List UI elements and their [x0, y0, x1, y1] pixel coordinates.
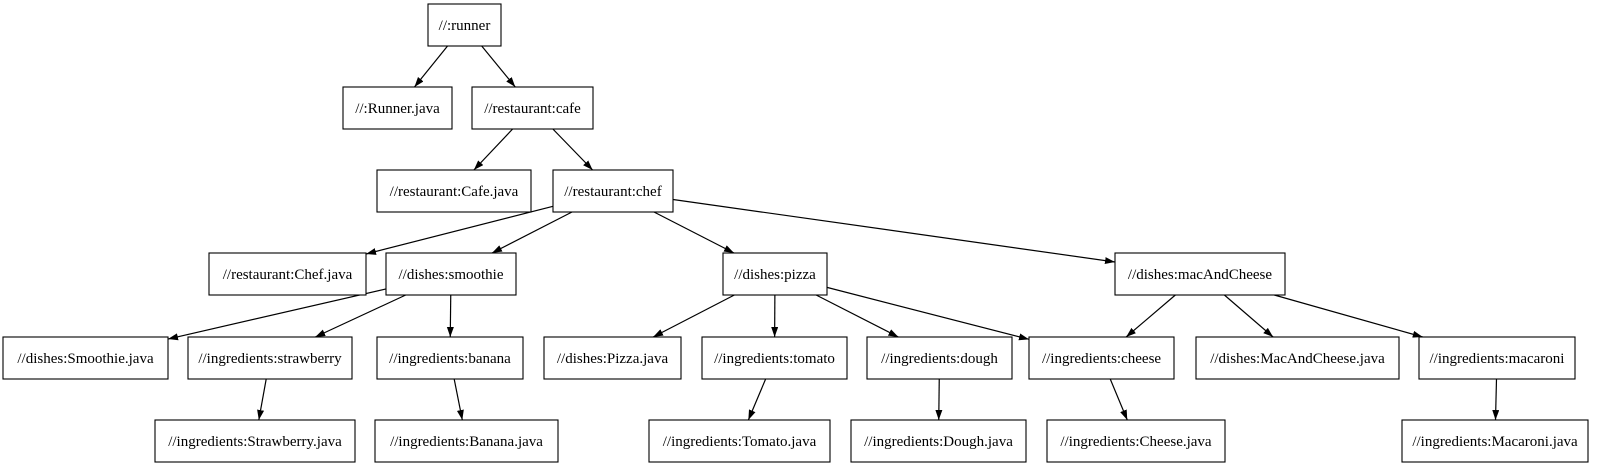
node-label-cheese: //ingredients:cheese — [1042, 351, 1161, 367]
edge-pizza-to-pizza-java — [653, 295, 734, 337]
node-label-banana-java: //ingredients:Banana.java — [390, 434, 543, 450]
graph-node-cafe-java: //restaurant:Cafe.java — [377, 170, 531, 212]
edge-chef-to-chef-java — [366, 206, 553, 254]
edge-smoothie-to-banana — [450, 295, 451, 337]
node-label-runner-java: //:Runner.java — [355, 101, 440, 117]
graph-node-banana: //ingredients:banana — [377, 337, 523, 379]
edge-pizza-to-dough — [816, 295, 898, 337]
edge-macaroni-to-macaroni-java — [1496, 379, 1497, 420]
graph-node-tomato: //ingredients:tomato — [702, 337, 847, 379]
graph-node-runner: //:runner — [428, 4, 501, 46]
node-label-banana: //ingredients:banana — [389, 351, 511, 367]
graph-node-macaroni-java: //ingredients:Macaroni.java — [1402, 420, 1588, 462]
node-label-chef: //restaurant:chef — [564, 184, 661, 200]
node-label-smoothie: //dishes:smoothie — [399, 267, 504, 283]
node-label-macaroni-java: //ingredients:Macaroni.java — [1412, 434, 1578, 450]
edge-mac-and-cheese-to-mac-and-cheese-java — [1224, 295, 1273, 337]
node-label-pizza-java: //dishes:Pizza.java — [557, 351, 669, 367]
graph-node-dough-java: //ingredients:Dough.java — [851, 420, 1026, 462]
node-label-mac-and-cheese-java: //dishes:MacAndCheese.java — [1210, 351, 1385, 367]
node-label-tomato-java: //ingredients:Tomato.java — [663, 434, 817, 450]
edge-runner-to-runner-java — [414, 46, 447, 87]
edge-cafe-to-cafe-java — [474, 129, 513, 170]
graph-node-mac-and-cheese: //dishes:macAndCheese — [1115, 253, 1285, 295]
graph-node-runner-java: //:Runner.java — [343, 87, 452, 129]
graph-node-dough: //ingredients:dough — [867, 337, 1012, 379]
graph-node-smoothie: //dishes:smoothie — [386, 253, 516, 295]
node-label-tomato: //ingredients:tomato — [714, 351, 835, 367]
node-label-cafe: //restaurant:cafe — [484, 101, 581, 117]
node-label-cafe-java: //restaurant:Cafe.java — [390, 184, 519, 200]
node-label-strawberry-java: //ingredients:Strawberry.java — [168, 434, 342, 450]
edge-cafe-to-chef — [553, 129, 593, 170]
node-label-dough: //ingredients:dough — [881, 351, 998, 367]
graph-node-cheese-java: //ingredients:Cheese.java — [1047, 420, 1225, 462]
edge-cheese-to-cheese-java — [1110, 379, 1127, 420]
nodes-layer: //:runner //:Runner.java //restaurant:cafe… — [3, 4, 1588, 462]
edge-strawberry-to-strawberry-java — [259, 379, 266, 420]
node-label-chef-java: //restaurant:Chef.java — [223, 267, 353, 283]
graph-node-cheese: //ingredients:cheese — [1029, 337, 1174, 379]
node-label-cheese-java: //ingredients:Cheese.java — [1060, 434, 1212, 450]
edge-chef-to-smoothie — [492, 212, 572, 253]
graph-node-cafe: //restaurant:cafe — [472, 87, 593, 129]
graph-node-strawberry-java: //ingredients:Strawberry.java — [155, 420, 355, 462]
node-label-smoothie-java: //dishes:Smoothie.java — [17, 351, 154, 367]
graph-node-chef-java: //restaurant:Chef.java — [209, 253, 366, 295]
graph-node-tomato-java: //ingredients:Tomato.java — [649, 420, 830, 462]
edge-smoothie-to-smoothie-java — [168, 289, 386, 339]
graph-node-chef: //restaurant:chef — [553, 170, 673, 212]
graph-node-pizza: //dishes:pizza — [723, 253, 827, 295]
edge-banana-to-banana-java — [454, 379, 462, 420]
graph-node-macaroni: //ingredients:macaroni — [1419, 337, 1575, 379]
edge-smoothie-to-strawberry — [315, 295, 406, 337]
edge-chef-to-pizza — [654, 212, 734, 253]
edge-mac-and-cheese-to-macaroni — [1274, 295, 1423, 337]
graph-node-banana-java: //ingredients:Banana.java — [375, 420, 558, 462]
graph-node-strawberry: //ingredients:strawberry — [188, 337, 352, 379]
node-label-pizza: //dishes:pizza — [734, 267, 816, 283]
node-label-mac-and-cheese: //dishes:macAndCheese — [1128, 267, 1272, 283]
graph-node-mac-and-cheese-java: //dishes:MacAndCheese.java — [1196, 337, 1399, 379]
node-label-strawberry: //ingredients:strawberry — [198, 351, 342, 367]
edge-tomato-to-tomato-java — [748, 379, 765, 420]
graph-node-pizza-java: //dishes:Pizza.java — [544, 337, 681, 379]
graph-node-smoothie-java: //dishes:Smoothie.java — [3, 337, 168, 379]
edge-mac-and-cheese-to-cheese — [1126, 295, 1175, 337]
edge-runner-to-cafe — [482, 46, 516, 87]
edge-pizza-to-cheese — [827, 287, 1029, 339]
node-label-dough-java: //ingredients:Dough.java — [864, 434, 1013, 450]
node-label-runner: //:runner — [439, 18, 491, 34]
node-label-macaroni: //ingredients:macaroni — [1430, 351, 1565, 367]
